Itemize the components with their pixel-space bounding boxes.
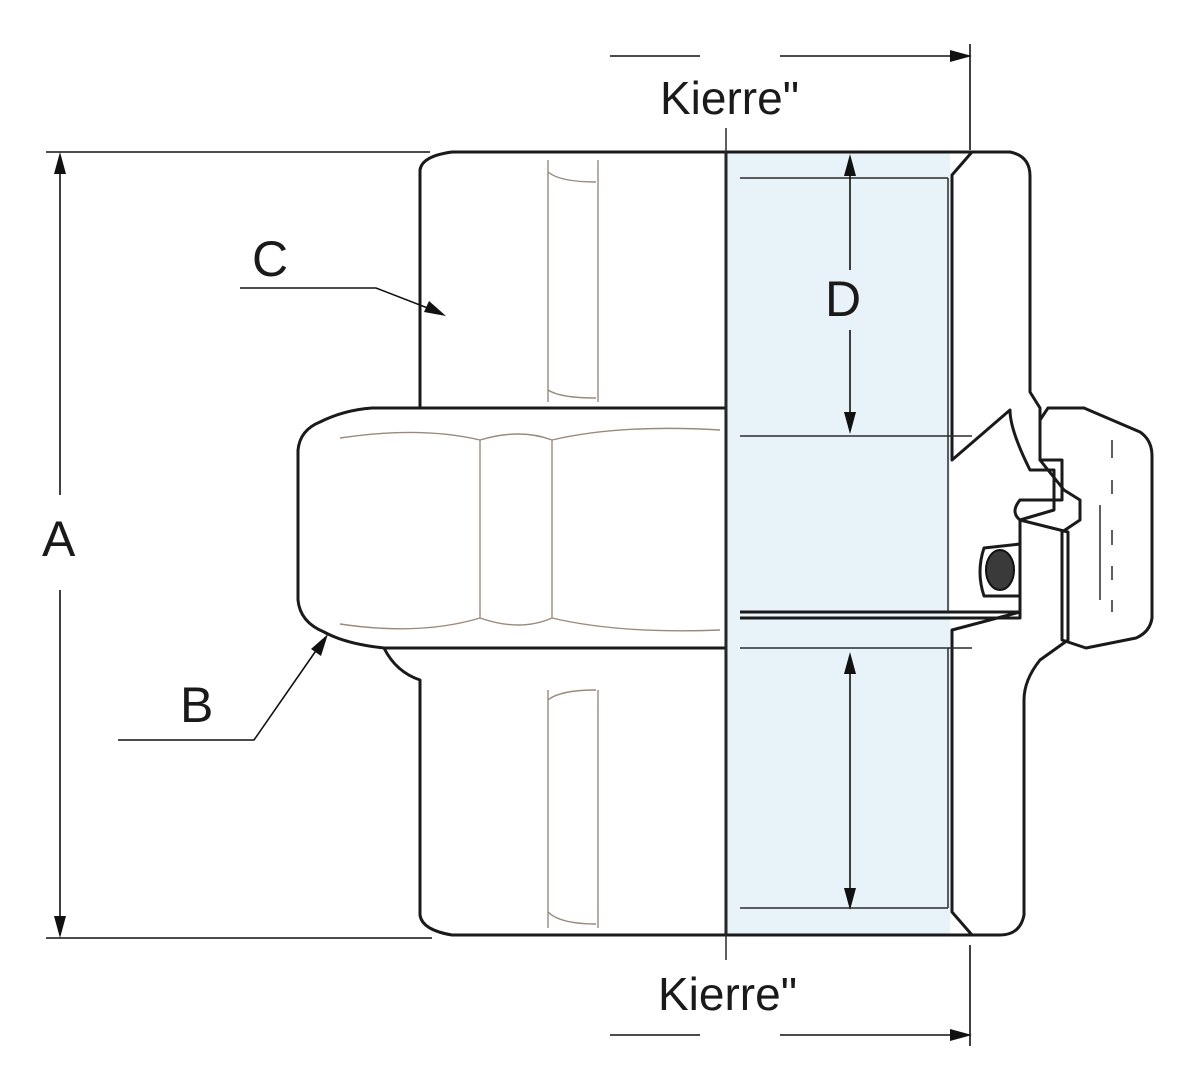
nut-section — [1038, 406, 1154, 650]
dim-a-arrow-down — [54, 916, 66, 938]
leader-c-arrow — [424, 301, 446, 316]
upper-body — [418, 150, 728, 410]
thread-bottom-arrow — [950, 1029, 972, 1041]
seal-groove — [978, 542, 1022, 598]
thread-tick-marks — [1099, 440, 1113, 612]
label-thread-top: Kierre" — [660, 72, 799, 124]
union-nut — [296, 406, 728, 650]
label-d: D — [825, 271, 861, 327]
upper-body-facet-lines — [547, 160, 599, 402]
section-outline — [726, 150, 972, 937]
section-area — [728, 152, 950, 936]
union-nut-facet-lines — [339, 427, 721, 632]
o-ring — [985, 549, 1015, 591]
lower-body — [382, 646, 728, 937]
dim-d-lower-arrow-down — [844, 888, 856, 910]
lower-body-facet-lines — [547, 689, 599, 928]
dim-d-upper-arrow-down — [844, 412, 856, 434]
label-c: C — [252, 231, 288, 287]
dim-d-upper-arrow-up — [844, 154, 856, 176]
label-b: B — [180, 677, 213, 733]
leader-b — [118, 641, 323, 741]
leader-c — [240, 287, 439, 313]
dim-a-arrow-up — [54, 152, 66, 174]
label-a: A — [42, 511, 76, 567]
section-internal-lines — [740, 177, 972, 909]
mating-face — [740, 610, 1022, 620]
sectioned-wall — [950, 150, 1070, 937]
thread-top-arrow — [950, 50, 972, 62]
dim-d-lower-arrow-up — [844, 652, 856, 674]
leader-b-arrow — [311, 634, 328, 656]
label-thread-bottom: Kierre" — [658, 968, 797, 1020]
